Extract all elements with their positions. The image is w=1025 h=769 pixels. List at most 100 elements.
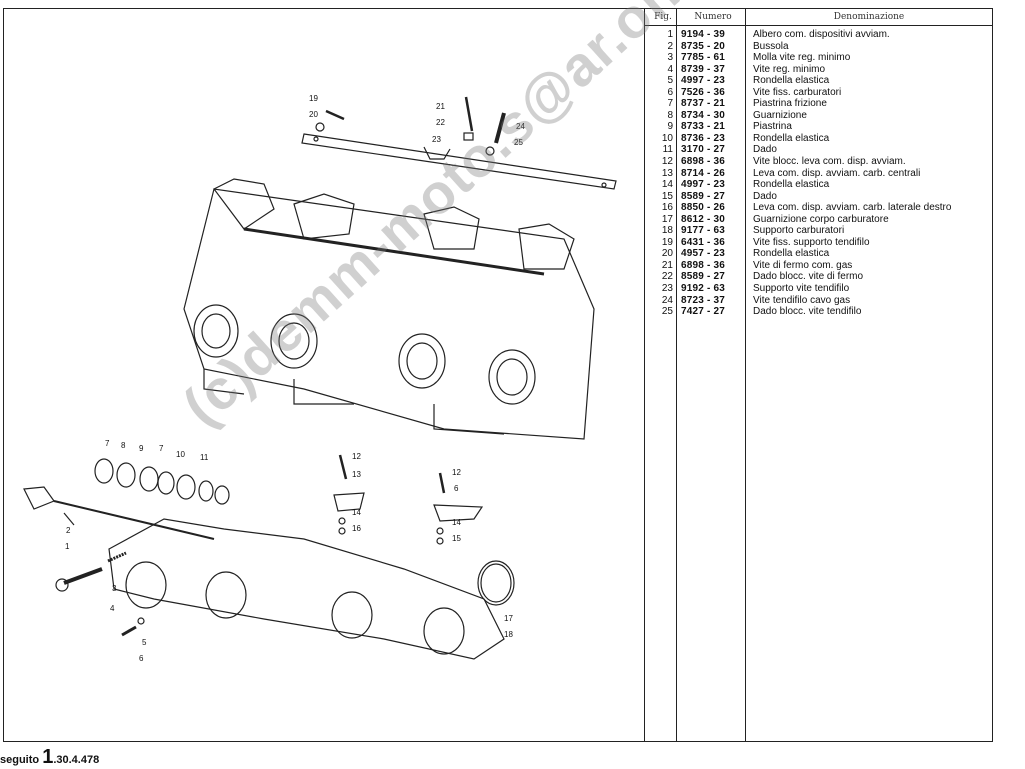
callout-25: 25 bbox=[514, 138, 523, 147]
row-denominazione: Guarnizione bbox=[753, 109, 807, 121]
row-numero: 6898 - 36 bbox=[681, 259, 726, 271]
table-row: 10 8736 - 23 Rondella elastica bbox=[645, 133, 993, 145]
row-numero: 7427 - 27 bbox=[681, 306, 726, 318]
carburetor-support-drawing bbox=[108, 518, 505, 660]
row-numero: 6898 - 36 bbox=[681, 156, 726, 168]
row-numero: 8589 - 27 bbox=[681, 271, 726, 283]
row-denominazione: Vite fiss. carburatori bbox=[753, 86, 842, 98]
callout-4: 4 bbox=[110, 604, 115, 613]
row-numero: 8737 - 21 bbox=[681, 98, 726, 110]
row-denominazione: Rondella elastica bbox=[753, 75, 830, 87]
row-fig: 11 bbox=[662, 144, 673, 156]
row-denominazione: Vite tendifilo cavo gas bbox=[753, 294, 851, 306]
row-numero: 9192 - 63 bbox=[681, 283, 726, 295]
row-fig: 2 bbox=[667, 40, 673, 52]
row-numero: 7785 - 61 bbox=[681, 52, 726, 64]
row-fig: 10 bbox=[661, 132, 673, 144]
row-numero: 3170 - 27 bbox=[681, 144, 726, 156]
row-numero: 8736 - 23 bbox=[681, 132, 726, 144]
callout-21: 21 bbox=[436, 102, 445, 111]
header-denominazione: Denominazione bbox=[833, 12, 905, 22]
callout-10: 10 bbox=[176, 450, 185, 459]
row-fig: 24 bbox=[661, 294, 673, 306]
row-fig: 7 bbox=[667, 98, 673, 110]
row-fig: 19 bbox=[661, 236, 673, 248]
row-denominazione: Dado bbox=[753, 144, 777, 156]
callout-22: 22 bbox=[436, 118, 445, 127]
row-denominazione: Bussola bbox=[753, 40, 789, 52]
row-fig: 5 bbox=[667, 75, 673, 87]
callout-23: 23 bbox=[432, 135, 441, 144]
row-denominazione: Rondella elastica bbox=[753, 132, 830, 144]
table-header: Fig. Numero Denominazione bbox=[645, 9, 993, 26]
row-denominazione: Vite di fermo com. gas bbox=[753, 259, 853, 271]
row-numero: 4997 - 23 bbox=[681, 179, 726, 191]
callout-11: 11 bbox=[200, 453, 209, 462]
row-denominazione: Supporto carburatori bbox=[753, 225, 845, 237]
table-row: 11 3170 - 27 Dado bbox=[645, 144, 993, 156]
page-frame bbox=[3, 8, 993, 742]
callout-17: 17 bbox=[504, 614, 513, 623]
row-fig: 16 bbox=[661, 202, 673, 214]
row-denominazione: Vite blocc. leva com. disp. avviam. bbox=[753, 156, 906, 168]
callout-13: 13 bbox=[352, 470, 361, 479]
table-rows: 1 9194 - 39 Albero com. dispositivi avviam… bbox=[645, 29, 993, 318]
row-numero: 9194 - 39 bbox=[681, 29, 726, 40]
row-fig: 25 bbox=[661, 306, 673, 318]
row-fig: 23 bbox=[661, 283, 673, 295]
callout-20: 20 bbox=[309, 110, 318, 119]
table-row: 21 6898 - 36 Vite di fermo com. gas bbox=[645, 260, 993, 272]
row-fig: 20 bbox=[661, 248, 673, 260]
cable-bracket-drawing bbox=[301, 133, 617, 190]
row-fig: 18 bbox=[661, 225, 673, 237]
row-fig: 6 bbox=[667, 86, 673, 98]
callout-9: 9 bbox=[139, 444, 144, 453]
row-denominazione: Albero com. dispositivi avviam. bbox=[753, 29, 890, 40]
table-row: 5 4997 - 23 Rondella elastica bbox=[645, 75, 993, 87]
exploded-drawing: 1 2 3 4 5 6 7 8 9 7 10 11 12 13 14 16 12… bbox=[4, 9, 644, 741]
row-numero: 8612 - 30 bbox=[681, 213, 726, 225]
row-fig: 9 bbox=[667, 121, 673, 133]
callout-8: 8 bbox=[121, 441, 126, 450]
row-denominazione: Piastrina frizione bbox=[753, 98, 827, 110]
row-numero: 8850 - 26 bbox=[681, 202, 726, 214]
callout-3: 3 bbox=[112, 584, 117, 593]
callout-1: 1 bbox=[65, 542, 70, 551]
footer-code-major: 1 bbox=[42, 746, 54, 768]
row-fig: 17 bbox=[661, 213, 673, 225]
row-fig: 12 bbox=[661, 156, 673, 168]
footer-prefix: seguito bbox=[0, 754, 40, 766]
row-fig: 4 bbox=[667, 63, 673, 75]
row-denominazione: Rondella elastica bbox=[753, 248, 830, 260]
callout-24: 24 bbox=[516, 122, 525, 131]
row-numero: 7526 - 36 bbox=[681, 86, 726, 98]
callout-14b: 14 bbox=[452, 518, 461, 527]
row-numero: 8714 - 26 bbox=[681, 167, 726, 179]
row-fig: 21 bbox=[661, 259, 673, 271]
callout-16a: 16 bbox=[352, 524, 361, 533]
row-denominazione: Vite reg. minimo bbox=[753, 63, 826, 75]
row-denominazione: Piastrina bbox=[753, 121, 792, 133]
parts-table: Fig. Numero Denominazione 1 9194 - 39 Albe… bbox=[644, 9, 993, 741]
callout-2: 2 bbox=[66, 526, 71, 535]
callout-14a: 14 bbox=[352, 508, 361, 517]
row-denominazione: Leva com. disp. avviam. carb. centrali bbox=[753, 167, 921, 179]
row-fig: 15 bbox=[661, 190, 673, 202]
callout-15: 15 bbox=[452, 534, 461, 543]
row-fig: 1 bbox=[667, 29, 673, 40]
row-denominazione: Dado bbox=[753, 190, 777, 202]
callout-labels: 1 2 3 4 5 6 7 8 9 7 10 11 12 13 14 16 12… bbox=[65, 94, 525, 663]
row-numero: 4997 - 23 bbox=[681, 75, 726, 87]
row-fig: 14 bbox=[661, 179, 673, 191]
table-row: 6 7526 - 36 Vite fiss. carburatori bbox=[645, 87, 993, 99]
carburetor-assembly-illustration: 1 2 3 4 5 6 7 8 9 7 10 11 12 13 14 16 12… bbox=[23, 94, 617, 663]
